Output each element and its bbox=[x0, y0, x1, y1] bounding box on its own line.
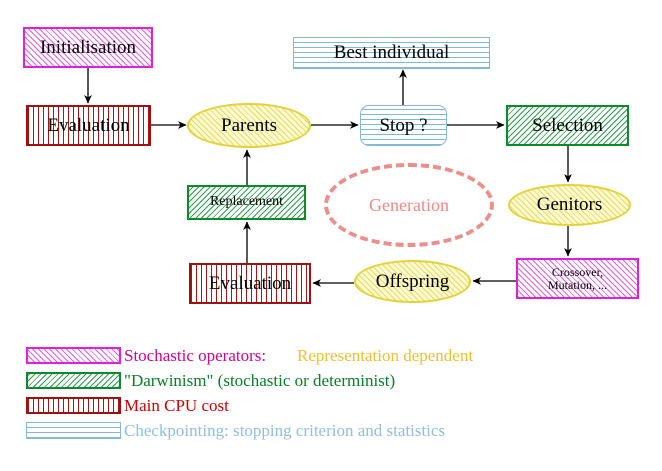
generation-annotation-label: Generation bbox=[369, 194, 449, 215]
legend-label-main-cpu-cost: Main CPU cost bbox=[124, 396, 229, 415]
legend-swatch-stochastic-operators bbox=[26, 347, 121, 364]
node-selection-label: Selection bbox=[532, 114, 603, 136]
node-crossover-mutation[interactable]: Crossover, Mutation, ... bbox=[516, 258, 639, 299]
node-evaluation-bottom[interactable]: Evaluation bbox=[189, 263, 311, 304]
node-replacement[interactable]: Replacement bbox=[187, 185, 306, 220]
node-parents[interactable]: Parents bbox=[187, 103, 311, 148]
legend-label-stochastic-operators: Stochastic operators: bbox=[124, 346, 267, 365]
node-best-individual[interactable]: Best individual bbox=[293, 37, 490, 69]
legend-label-checkpointing: Checkpointing: stopping criterion and st… bbox=[124, 421, 446, 440]
node-evaluation-bottom-label: Evaluation bbox=[208, 272, 292, 294]
node-genitors-label: Genitors bbox=[536, 194, 603, 216]
node-stop[interactable]: Stop ? bbox=[360, 105, 447, 146]
node-replacement-label: Replacement bbox=[209, 194, 284, 210]
legend-label-representation-dependent: Representation dependent bbox=[297, 346, 474, 365]
legend-label-darwinism: "Darwinism" (stochastic or determinist) bbox=[124, 371, 396, 390]
generation-annotation: Generation bbox=[324, 163, 494, 247]
node-initialisation[interactable]: Initialisation bbox=[23, 27, 153, 68]
legend-swatch-main-cpu-cost bbox=[26, 397, 121, 414]
node-selection[interactable]: Selection bbox=[506, 105, 629, 146]
node-offspring-label: Offspring bbox=[375, 270, 450, 292]
node-evaluation-top-label: Evaluation bbox=[47, 114, 130, 136]
node-best-individual-label: Best individual bbox=[333, 42, 450, 64]
legend-swatch-checkpointing bbox=[26, 422, 121, 439]
node-stop-label: Stop ? bbox=[379, 114, 428, 136]
node-initialisation-label: Initialisation bbox=[39, 36, 137, 58]
node-parents-label: Parents bbox=[221, 114, 277, 136]
node-genitors[interactable]: Genitors bbox=[508, 184, 631, 226]
node-offspring[interactable]: Offspring bbox=[354, 260, 471, 303]
legend-swatch-darwinism bbox=[26, 372, 121, 389]
node-evaluation-top[interactable]: Evaluation bbox=[26, 105, 151, 146]
node-crossover-mutation-label: Crossover, Mutation, ... bbox=[548, 265, 607, 292]
